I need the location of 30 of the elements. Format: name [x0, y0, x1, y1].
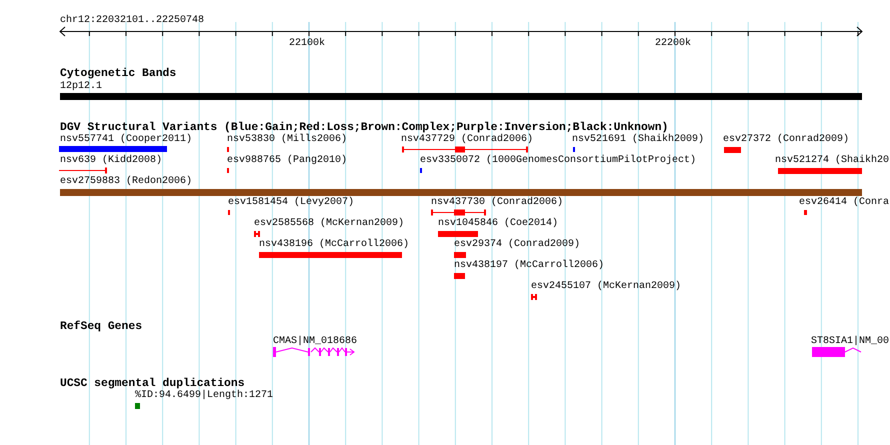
- gene-label: ST8SIA1|NM_00: [811, 336, 890, 347]
- track-heading: RefSeq Genes: [60, 321, 142, 333]
- track-heading: UCSC segmental duplications: [60, 378, 245, 390]
- variant-label: nsv557741 (Cooper2011): [60, 134, 192, 145]
- variant-label: nsv521274 (Shaikh20: [775, 155, 890, 166]
- track-heading: Cytogenetic Bands: [60, 68, 176, 80]
- variant-label: esv2585568 (McKernan2009): [254, 218, 404, 229]
- variant-label: nsv1045846 (Coe2014): [438, 218, 558, 229]
- variant-label: esv27372 (Conrad2009): [723, 134, 850, 145]
- variant-label: nsv438197 (McCarroll2006): [454, 260, 604, 271]
- variant-label: nsv53830 (Mills2006): [227, 134, 348, 145]
- gene-label: CMAS|NM_018686: [273, 336, 358, 347]
- variant-label: esv2759883 (Redon2006): [60, 176, 192, 187]
- variant-label: esv3350072 (1000GenomesConsortiumPilotProject): [420, 155, 696, 166]
- tick-label: 22100k: [289, 38, 326, 49]
- variant-label: esv1581454 (Levy2007): [228, 197, 354, 208]
- variant-label: esv29374 (Conrad2009): [454, 239, 580, 250]
- variant-label: nsv437730 (Conrad2006): [431, 197, 564, 208]
- tick-label: 22200k: [655, 38, 692, 49]
- duplication-label: %ID:94.6499|Length:1271: [135, 390, 274, 401]
- variant-label: esv26414 (Conra: [799, 197, 890, 208]
- variant-label: esv988765 (Pang2010): [227, 155, 348, 166]
- variant-label: nsv438196 (McCarroll2006): [259, 239, 410, 250]
- variant-label: nsv639 (Kidd2008): [60, 155, 162, 166]
- coordinate-label: chr12:22032101..22250748: [60, 15, 204, 26]
- track-heading: DGV Structural Variants (Blue:Gain;Red:Loss;Brown:Complex;Purple:Inversion;Black:Unknown): [60, 122, 668, 134]
- variant-label: nsv437729 (Conrad2006): [401, 134, 534, 145]
- band-label: 12p12.1: [60, 81, 102, 92]
- variant-label: nsv521691 (Shaikh2009): [572, 134, 704, 145]
- variant-label: esv2455107 (McKernan2009): [531, 281, 682, 292]
